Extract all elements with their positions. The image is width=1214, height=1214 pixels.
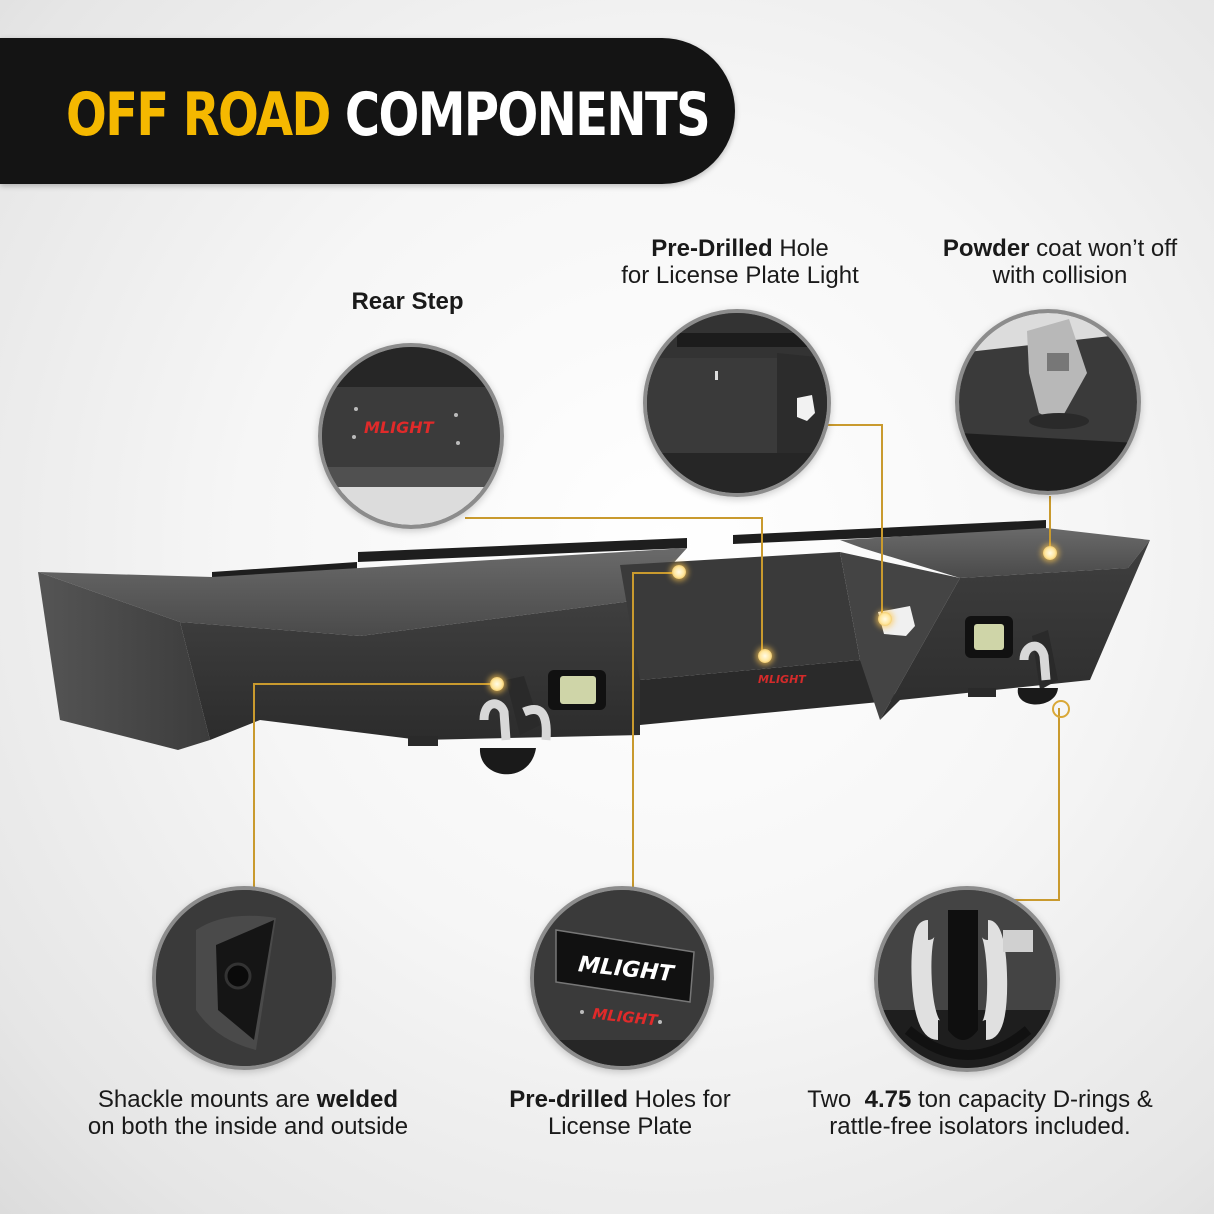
marker-drings <box>1052 700 1070 718</box>
detail-license-plate: MLIGHT MLIGHT <box>530 886 714 1070</box>
detail-license-light-hole <box>643 309 831 497</box>
detail-shackle-mount <box>152 886 336 1070</box>
title-accent: OFF ROAD <box>66 80 331 150</box>
label-powder-coat: Powder coat won’t off with collision <box>942 235 1178 289</box>
connector-shackle-v <box>253 683 255 887</box>
detail-d-ring <box>874 886 1060 1072</box>
connector-drings-h <box>1010 899 1060 901</box>
rear-step-logo: MLIGHT <box>364 418 435 437</box>
detail-powder-coat <box>955 309 1141 495</box>
floor-logo: MLIGHT <box>758 673 807 686</box>
label-rear-step: Rear Step <box>351 288 464 315</box>
label-license-plate-holes: Pre-drilled Holes for License Plate <box>509 1086 731 1140</box>
title-main: COMPONENTS <box>344 80 711 150</box>
header-banner <box>0 38 735 184</box>
label-license-light-hole: Pre-Drilled Hole for License Plate Light <box>621 235 859 289</box>
marker-shackle <box>490 677 504 691</box>
detail-rear-step: MLIGHT <box>318 343 504 529</box>
connector-shackle-h <box>253 683 497 685</box>
marker-license-light <box>878 612 892 626</box>
connector-rear-step-h <box>465 517 762 519</box>
connector-drings-v <box>1058 708 1060 900</box>
connector-rear-step-v <box>761 517 763 657</box>
label-d-rings: Two 4.75 ton capacity D-rings & rattle-f… <box>807 1086 1153 1140</box>
connector-license-light-v <box>881 424 883 619</box>
marker-rear-step <box>758 649 772 663</box>
marker-plate <box>672 565 686 579</box>
label-shackle-mounts: Shackle mounts are welded on both the in… <box>87 1086 409 1140</box>
page-title: OFF ROAD COMPONENTS <box>66 80 711 150</box>
connector-plate-h <box>632 572 678 574</box>
connector-powder-coat-v <box>1049 496 1051 552</box>
marker-powder-coat <box>1043 546 1057 560</box>
connector-plate-v <box>632 572 634 887</box>
connector-license-light-h <box>828 424 882 426</box>
